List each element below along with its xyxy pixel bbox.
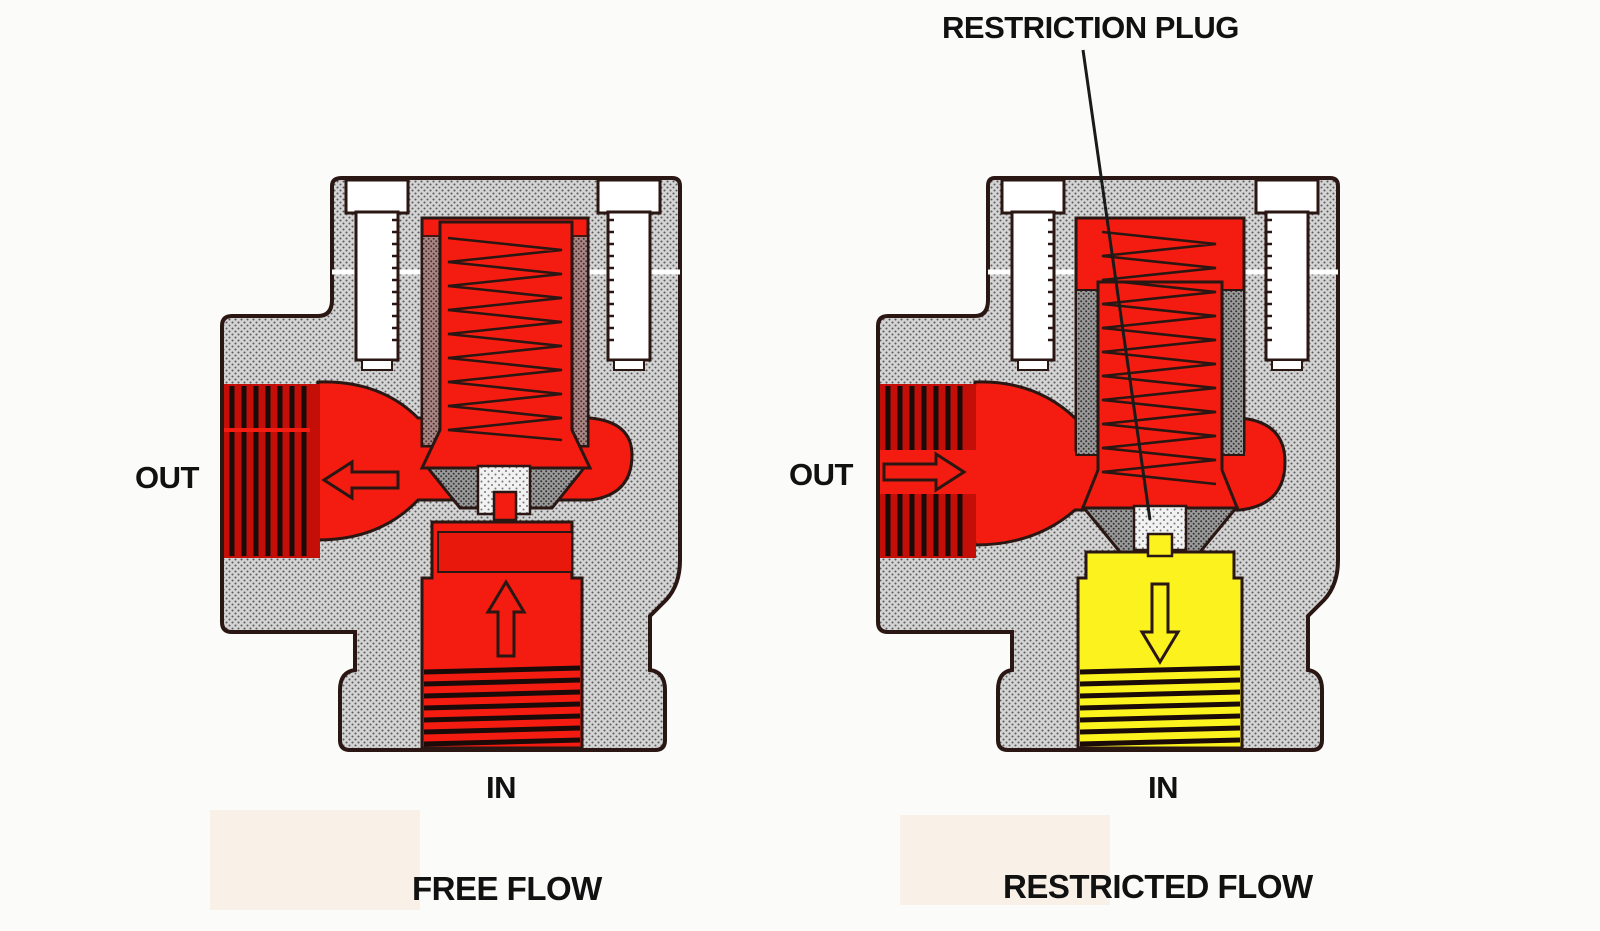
background-smudges [210, 810, 1110, 910]
left-inlet-threads [423, 665, 581, 747]
right-spring [1101, 230, 1217, 486]
left-out-label: OUT [135, 460, 199, 495]
restriction-plug-label: RESTRICTION PLUG [942, 10, 1239, 45]
left-bolt-right [596, 178, 662, 371]
right-out-label: OUT [789, 457, 853, 492]
right-in-arrow [1139, 582, 1181, 665]
left-in-label: IN [486, 770, 517, 805]
right-valve-restricted-flow [876, 49, 1340, 752]
right-caption-restricted-flow: RESTRICTED FLOW [1003, 868, 1313, 905]
right-out-arrow [882, 451, 967, 493]
left-piston [419, 220, 593, 470]
right-bolt-right [1254, 178, 1320, 371]
restriction-plug-leader-line [1081, 49, 1152, 521]
right-inlet-threads [1079, 665, 1241, 747]
left-out-arrow [321, 459, 400, 501]
left-outlet-threads [224, 384, 320, 558]
left-caption-free-flow: FREE FLOW [412, 870, 602, 907]
right-in-label: IN [1148, 770, 1179, 805]
left-bolt-left [344, 178, 410, 371]
left-spring [447, 236, 563, 442]
left-valve-free-flow [220, 176, 682, 752]
right-bolt-left [1000, 178, 1066, 371]
left-in-arrow [485, 579, 527, 658]
